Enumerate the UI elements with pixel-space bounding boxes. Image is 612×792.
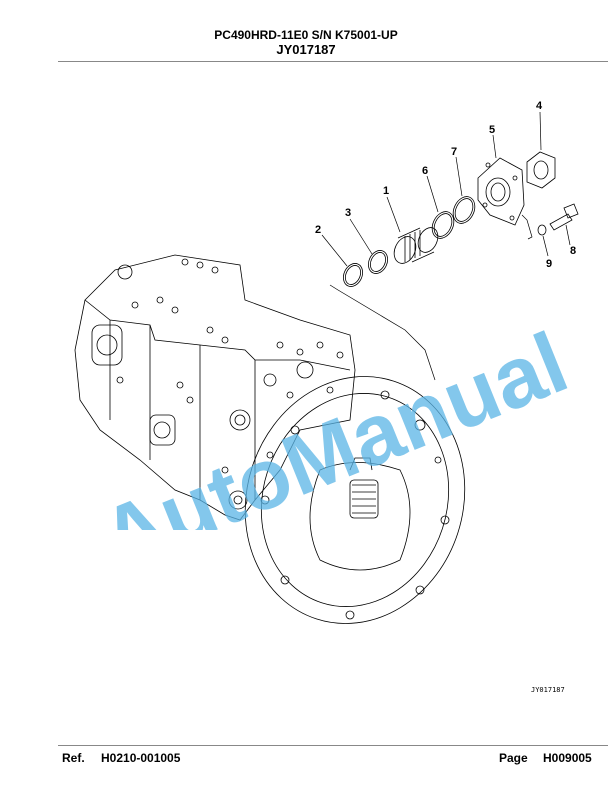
drawing-number: JY017187	[276, 42, 336, 57]
footer-divider	[58, 745, 608, 746]
callout-4: 4	[536, 100, 543, 112]
coupling-1	[393, 227, 439, 264]
callout-2: 2	[315, 224, 321, 236]
o-ring-3	[367, 250, 389, 274]
model-title: PC490HRD-11E0 S/N K75001-UP	[214, 28, 398, 42]
drawing-code: JY017187	[531, 686, 565, 694]
cover-5	[477, 157, 525, 226]
page-label: Page	[499, 751, 528, 765]
page-value: H009005	[543, 751, 592, 765]
callout-9: 9	[546, 258, 552, 270]
washer-9	[537, 224, 547, 236]
page-header: PC490HRD-11E0 S/N K75001-UP JY017187	[0, 28, 612, 58]
bolt-8	[549, 203, 579, 231]
o-ring-7	[452, 196, 476, 224]
callout-6: 6	[422, 165, 428, 177]
callout-1: 1	[383, 185, 389, 197]
nut-4	[526, 151, 556, 189]
callout-3: 3	[345, 207, 351, 219]
callout-7: 7	[451, 146, 457, 158]
ref-value: H0210-001005	[101, 751, 181, 765]
mounting-flange	[244, 376, 466, 624]
header-divider	[58, 61, 608, 62]
exploded-parts-diagram: 1 2 3 4 5 6 7 8 9 JY017187	[74, 100, 579, 694]
callout-5: 5	[489, 124, 495, 136]
ref-label: Ref.	[62, 751, 85, 765]
callout-8: 8	[570, 245, 576, 257]
o-ring-2	[342, 263, 364, 287]
o-ring-6	[431, 211, 455, 239]
pump-body	[74, 254, 356, 521]
